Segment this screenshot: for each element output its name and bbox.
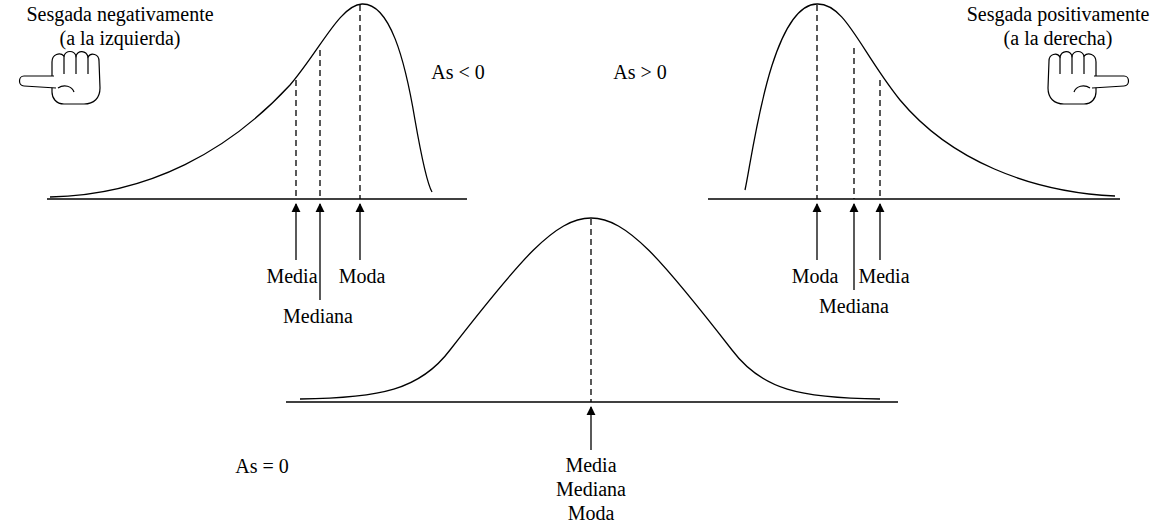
pointer-arrow — [319, 204, 320, 300]
axis-line — [286, 401, 898, 402]
dashed-line — [295, 80, 296, 199]
heading: Sesgada positivamente (a la derecha) — [961, 2, 1155, 50]
axis-line — [47, 198, 467, 199]
pointer-arrow — [853, 204, 854, 290]
pointer-arrow — [879, 204, 880, 260]
dashed-line — [319, 50, 320, 199]
hand-icon — [20, 52, 101, 105]
density-curve — [300, 218, 880, 399]
measure-label: Media — [858, 264, 909, 288]
heading: Sesgada negativamente (a la izquierda) — [21, 2, 219, 50]
measure-label: Moda — [568, 501, 615, 525]
dashed-line — [590, 219, 591, 402]
pointer-arrow — [295, 204, 296, 260]
pointer-arrow — [590, 407, 591, 450]
measure-label: Mediana — [556, 477, 626, 501]
measure-label: Moda — [339, 264, 386, 288]
measure-label: Mediana — [283, 304, 353, 328]
hand-icon — [1048, 52, 1129, 105]
skewness-value: As = 0 — [235, 454, 289, 478]
measure-label: Moda — [792, 264, 839, 288]
skewness-value: As > 0 — [613, 60, 667, 84]
axis-line — [708, 198, 1120, 199]
pointer-arrow — [816, 204, 817, 260]
measure-label: Media — [266, 264, 317, 288]
measure-label: Mediana — [819, 294, 889, 318]
skewness-value: As < 0 — [431, 60, 485, 84]
dashed-line — [853, 48, 854, 199]
dashed-line — [816, 5, 817, 199]
measure-label: Media — [565, 453, 616, 477]
dashed-line — [359, 5, 360, 199]
dashed-line — [879, 80, 880, 199]
pointer-arrow — [359, 204, 360, 260]
